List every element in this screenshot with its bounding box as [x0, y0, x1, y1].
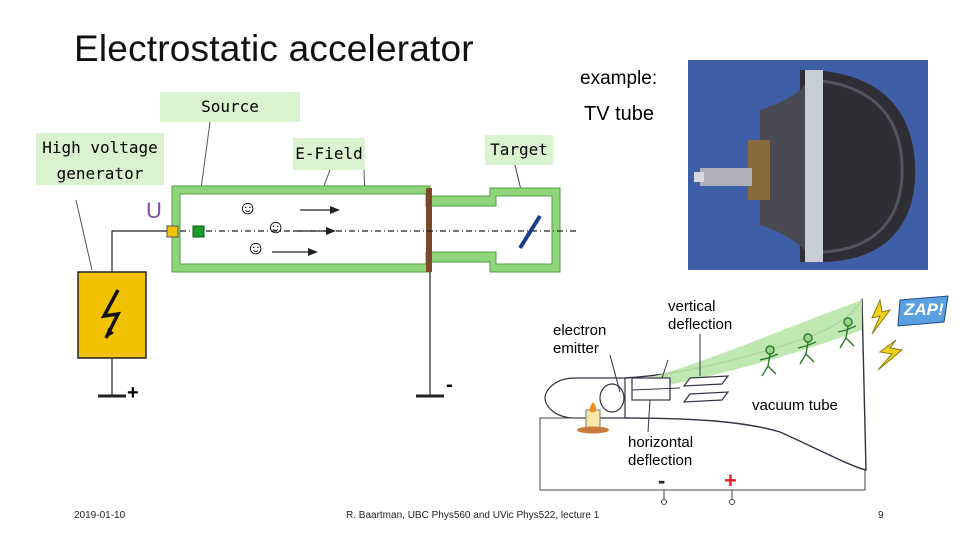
- crt-socket: [694, 172, 704, 182]
- crt-metal-band: [805, 70, 823, 262]
- candle-base: [577, 426, 609, 434]
- footer-date: 2019-01-10: [74, 510, 126, 521]
- page-number: 9: [878, 510, 884, 521]
- electron-beam-glow: [640, 300, 862, 390]
- target-label-box: Target: [485, 135, 553, 165]
- ion-source-block: [192, 225, 205, 238]
- high-voltage-label-line2: generator: [56, 164, 144, 183]
- particle-smiley-3: ☺: [246, 238, 266, 259]
- minus-terminal-right: -: [658, 468, 666, 493]
- particle-smiley-2: ☺: [266, 217, 286, 238]
- lightning-bolt-tip: [106, 328, 114, 338]
- plus-terminal-left: +: [127, 382, 139, 404]
- vertical-deflection-label: vertical deflection: [668, 298, 732, 334]
- vertical-deflection-line2: deflection: [668, 316, 733, 333]
- footer-credit: R. Baartman, UBC Phys560 and UVic Phys52…: [346, 510, 600, 521]
- electron-emitter-label: electron emitter: [553, 322, 606, 358]
- crt-screen-highlight: [811, 78, 904, 254]
- e-field-label-box: E-Field: [293, 138, 365, 170]
- zap-badge: [897, 295, 949, 327]
- lightning-bolt-icon: [100, 289, 122, 339]
- electron-emitter-line1: electron: [553, 322, 607, 339]
- minus-terminal-left: -: [446, 374, 453, 396]
- e-field-label: E-Field: [295, 144, 363, 163]
- generator-pointer-line: [75, 199, 93, 271]
- horizontal-deflection-pointer: [647, 399, 651, 433]
- zap-bolt-icon-2: [877, 339, 904, 371]
- source-label: Source: [201, 97, 259, 116]
- tv-tube-label: TV tube: [584, 103, 655, 125]
- horizontal-deflection-label: horizontal deflection: [628, 434, 693, 470]
- particle-arrow-2-head: [326, 227, 336, 235]
- emitter-pointer-line: [609, 354, 621, 393]
- particle-smiley-1: ☺: [238, 198, 258, 219]
- vertical-deflection-plate-bottom: [682, 391, 730, 403]
- electrode-plate: [426, 188, 432, 272]
- target-label: Target: [490, 140, 548, 159]
- vacuum-tube-label: vacuum tube: [752, 397, 838, 414]
- crt-neck-photo: [700, 168, 752, 186]
- crt-screen-face: [800, 70, 916, 262]
- target-plate: [518, 214, 542, 250]
- vertical-deflection-line1: vertical: [668, 298, 716, 315]
- voltage-symbol-u: U: [146, 198, 162, 223]
- vertical-deflection-plate-top: [682, 375, 730, 387]
- example-label: example:: [580, 68, 658, 89]
- beam-inside-plates: [631, 387, 681, 391]
- high-voltage-generator-label-box: High voltage generator: [36, 133, 164, 185]
- generator-wire-top: [111, 230, 167, 272]
- horizontal-deflection-line2: deflection: [628, 452, 693, 469]
- vertical-deflection-pointer-2: [661, 359, 669, 379]
- electron-emitter-line2: emitter: [553, 340, 599, 357]
- horizontal-deflection-line1: horizontal: [628, 434, 694, 451]
- running-figures-cartoon: [759, 317, 857, 377]
- particle-arrow-3-head: [308, 248, 318, 256]
- crt-circuit-wire: [539, 417, 866, 491]
- electron-gun-cathode: [599, 383, 625, 413]
- zap-text: ZAP!: [904, 300, 944, 319]
- high-voltage-label-line1: High voltage: [42, 138, 158, 157]
- source-label-box: Source: [160, 92, 300, 122]
- heater-flame-icon: [589, 402, 597, 413]
- crt-funnel: [760, 70, 815, 262]
- crt-yoke: [748, 140, 770, 200]
- plus-terminal-right: +: [724, 468, 737, 493]
- zap-bolt-icon-1: [871, 298, 892, 335]
- slide-title: Electrostatic accelerator: [74, 28, 474, 69]
- crt-plus-terminal: [729, 499, 735, 505]
- crt-minus-terminal: [661, 499, 667, 505]
- particle-arrow-1-head: [330, 206, 340, 214]
